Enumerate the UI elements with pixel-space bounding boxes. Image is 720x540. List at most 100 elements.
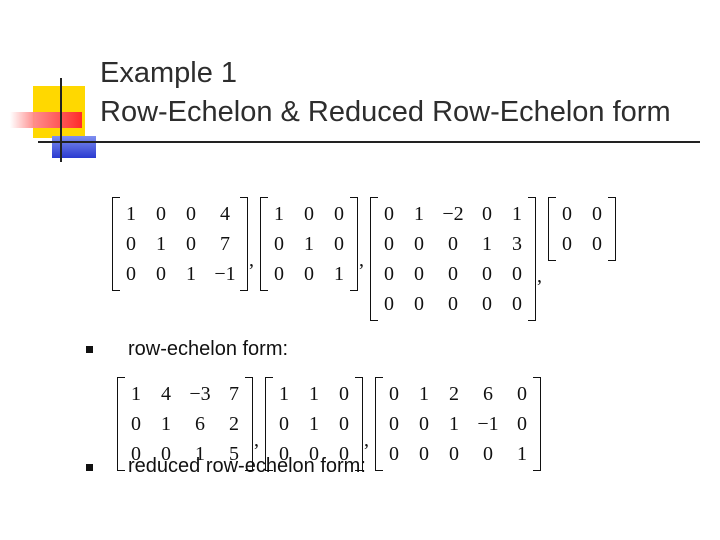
matrix-entry: 0 [274, 263, 284, 285]
matrix-entry: 3 [512, 233, 522, 255]
matrix-entry: 0 [389, 383, 399, 405]
matrix-entry: 0 [448, 293, 458, 315]
matrix-separator-comma: , [254, 429, 259, 451]
matrix-entry: 0 [384, 263, 394, 285]
slide-title-line-2: Row-Echelon & Reduced Row-Echelon form [100, 96, 671, 128]
matrix-entry: 1 [512, 203, 522, 225]
decor-vertical-line [60, 78, 62, 162]
matrix-entry: 0 [334, 233, 344, 255]
matrix-entry: 0 [562, 233, 572, 255]
matrix-entry: 0 [156, 203, 166, 225]
matrix-entry: −1 [477, 413, 499, 435]
matrix-entry: 0 [186, 233, 196, 255]
matrix-entry: 0 [274, 233, 284, 255]
matrix-entry: 0 [384, 203, 394, 225]
matrix-separator-comma: , [537, 265, 542, 287]
matrix-entry: 1 [309, 383, 319, 405]
bullet-reduced-row-echelon-label: reduced row-echelon form: [128, 455, 366, 477]
matrix-entry: 0 [448, 263, 458, 285]
matrix-entry: 1 [161, 413, 171, 435]
matrix-entry: 0 [482, 293, 492, 315]
matrix-entry: 5 [229, 443, 239, 465]
title-underline [38, 141, 700, 143]
matrix-entry: 0 [161, 443, 171, 465]
matrix-entry: 0 [448, 233, 458, 255]
matrix-entry: 0 [414, 233, 424, 255]
matrix-entry: 0 [304, 203, 314, 225]
matrix-entry: 0 [309, 443, 319, 465]
matrix-entry: −3 [189, 383, 211, 405]
matrix-entry: 1 [195, 443, 205, 465]
matrix-entry: 1 [309, 413, 319, 435]
decor-blue-bar [52, 136, 96, 158]
matrix-entry: 0 [384, 293, 394, 315]
matrix-entry: 0 [449, 443, 459, 465]
matrix-entry: 2 [229, 413, 239, 435]
matrix-entry: 0 [419, 413, 429, 435]
matrix-entry: 1 [126, 203, 136, 225]
matrix-entry: 6 [195, 413, 205, 435]
matrix-entry: 0 [126, 263, 136, 285]
matrix-entry: 1 [279, 383, 289, 405]
matrix-entry: 0 [389, 443, 399, 465]
matrix-entry: 0 [419, 443, 429, 465]
matrix-entry: 0 [339, 413, 349, 435]
matrix-entry: 1 [274, 203, 284, 225]
matrix-entry: 0 [131, 443, 141, 465]
bullet-marker [86, 464, 93, 471]
matrix-entry: 1 [449, 413, 459, 435]
matrix-entry: 1 [156, 233, 166, 255]
matrix-entry: 6 [483, 383, 493, 405]
matrix-entry: 4 [220, 203, 230, 225]
slide-title-line-1: Example 1 [100, 57, 238, 89]
matrix-entry: −1 [214, 263, 236, 285]
matrix-entry: 0 [512, 293, 522, 315]
matrix-entry: 0 [414, 293, 424, 315]
matrix-entry: 0 [279, 413, 289, 435]
matrix-entry: 0 [131, 413, 141, 435]
decor-red-bar [10, 112, 82, 128]
matrix-entry: 2 [449, 383, 459, 405]
matrix-entry: −2 [442, 203, 464, 225]
matrix-entry: 0 [562, 203, 572, 225]
matrix-entry: 0 [517, 383, 527, 405]
matrix-separator-comma: , [359, 249, 364, 271]
matrix-entry: 0 [482, 263, 492, 285]
matrix-entry: 1 [482, 233, 492, 255]
matrix-separator-comma: , [249, 249, 254, 271]
matrix-entry: 1 [419, 383, 429, 405]
matrix-entry: 1 [414, 203, 424, 225]
matrix-entry: 0 [517, 413, 527, 435]
matrix-entry: 0 [592, 233, 602, 255]
matrix-entry: 0 [126, 233, 136, 255]
matrix-entry: 1 [517, 443, 527, 465]
matrix-entry: 0 [483, 443, 493, 465]
matrix-entry: 0 [389, 413, 399, 435]
matrix-entry: 0 [384, 233, 394, 255]
matrix-entry: 7 [220, 233, 230, 255]
matrix-entry: 0 [592, 203, 602, 225]
matrix-entry: 1 [334, 263, 344, 285]
matrix-entry: 0 [339, 443, 349, 465]
matrix-entry: 1 [304, 233, 314, 255]
matrix-entry: 0 [279, 443, 289, 465]
matrix-entry: 1 [131, 383, 141, 405]
matrix-entry: 4 [161, 383, 171, 405]
matrix-separator-comma: , [364, 429, 369, 451]
matrix-entry: 0 [334, 203, 344, 225]
matrix-entry: 0 [156, 263, 166, 285]
bullet-row-echelon-label: row-echelon form: [128, 338, 289, 360]
matrix-entry: 0 [304, 263, 314, 285]
matrix-entry: 0 [512, 263, 522, 285]
matrix-entry: 0 [186, 203, 196, 225]
matrix-entry: 1 [186, 263, 196, 285]
bullet-marker [86, 346, 93, 353]
matrix-entry: 0 [339, 383, 349, 405]
matrix-entry: 7 [229, 383, 239, 405]
